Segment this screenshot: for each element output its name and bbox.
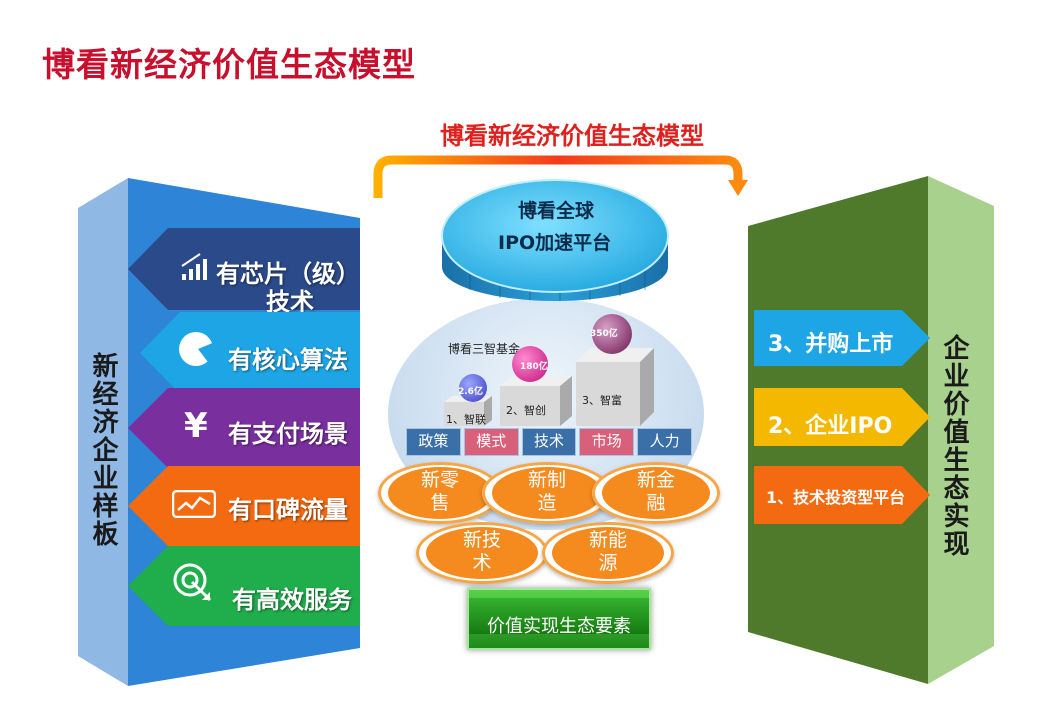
left-item-bg-4	[128, 466, 360, 546]
signal-bars-icon	[180, 252, 214, 286]
fund-ball-2	[512, 346, 548, 382]
platform-line1: 博看全球	[518, 200, 595, 222]
flow-arrow	[373, 155, 748, 198]
trend-chart-icon	[171, 489, 217, 522]
right-item-1-label: 3、并购上市	[768, 332, 894, 357]
new-retail-l1: 新零	[420, 469, 459, 491]
right-item-bg-3	[754, 466, 930, 524]
element-market: 市场	[579, 428, 635, 456]
yen-icon: ¥	[184, 406, 208, 446]
left-item-2-label: 有核心算法	[228, 346, 348, 374]
right-item-2-label: 2、企业IPO	[768, 414, 893, 439]
value-elements-button-label: 价值实现生态要素	[487, 616, 631, 637]
platform-cylinder	[441, 179, 669, 301]
new-finance-l2: 融	[646, 492, 666, 514]
right-vertical-label: 企业价值生态实现	[939, 334, 969, 558]
fund-amount-3: 350亿	[590, 329, 618, 339]
new-energy	[552, 527, 664, 579]
fund-name-3: 3、智富	[582, 394, 622, 407]
fund-amount-2: 180亿	[520, 362, 548, 372]
new-technology	[426, 527, 538, 579]
element-policy: 政策	[406, 428, 461, 456]
new-technology-l1: 新技	[462, 529, 501, 551]
fund-ball-1	[459, 374, 487, 402]
element-tech: 技术	[521, 428, 577, 456]
new-energy-l1: 新能	[588, 529, 627, 551]
left-item-5-label: 有高效服务	[232, 586, 352, 614]
left-item-bg-3	[128, 388, 360, 468]
page-title: 博看新经济价值生态模型	[42, 45, 416, 84]
fund-name-1: 1、智联	[446, 413, 486, 426]
target-arrow-icon	[172, 562, 216, 610]
right-item-bg-1	[754, 310, 930, 366]
new-retail	[388, 467, 492, 519]
fund-amount-1: 2.6亿	[458, 387, 483, 397]
fund-ball-3	[592, 314, 632, 354]
left-vertical-label: 新经济企业样板	[88, 352, 118, 548]
right-item-bg-2	[754, 388, 930, 446]
left-item-bg-1	[128, 228, 360, 310]
left-item-1-label2: 技术	[266, 288, 314, 316]
elements-bar: 政策 模式 技术 市场 人力	[406, 428, 692, 456]
new-retail-l2: 售	[430, 492, 450, 514]
fund-name-2: 2、智创	[506, 404, 546, 417]
left-item-4-label: 有口碑流量	[228, 496, 348, 524]
value-elements-button[interactable]	[467, 588, 651, 650]
new-technology-l2: 术	[472, 552, 492, 574]
platform-line2: IPO加速平台	[498, 232, 612, 254]
diagram-subtitle: 博看新经济价值生态模型	[440, 122, 704, 150]
new-finance-l1: 新金	[636, 469, 675, 491]
fund-label: 博看三智基金	[448, 342, 521, 356]
element-model: 模式	[463, 428, 519, 456]
left-item-1-label: 有芯片（级）	[216, 260, 360, 288]
new-manufacturing-l1: 新制	[527, 469, 566, 491]
pie-chart-icon	[176, 330, 218, 372]
element-hr: 人力	[637, 428, 692, 456]
new-energy-l2: 源	[598, 552, 618, 574]
new-finance	[602, 467, 710, 519]
right-item-3-label: 1、技术投资型平台	[766, 488, 906, 507]
new-manufacturing-l2: 造	[537, 492, 557, 514]
left-item-3-label: 有支付场景	[228, 420, 348, 448]
new-manufacturing	[492, 467, 602, 519]
